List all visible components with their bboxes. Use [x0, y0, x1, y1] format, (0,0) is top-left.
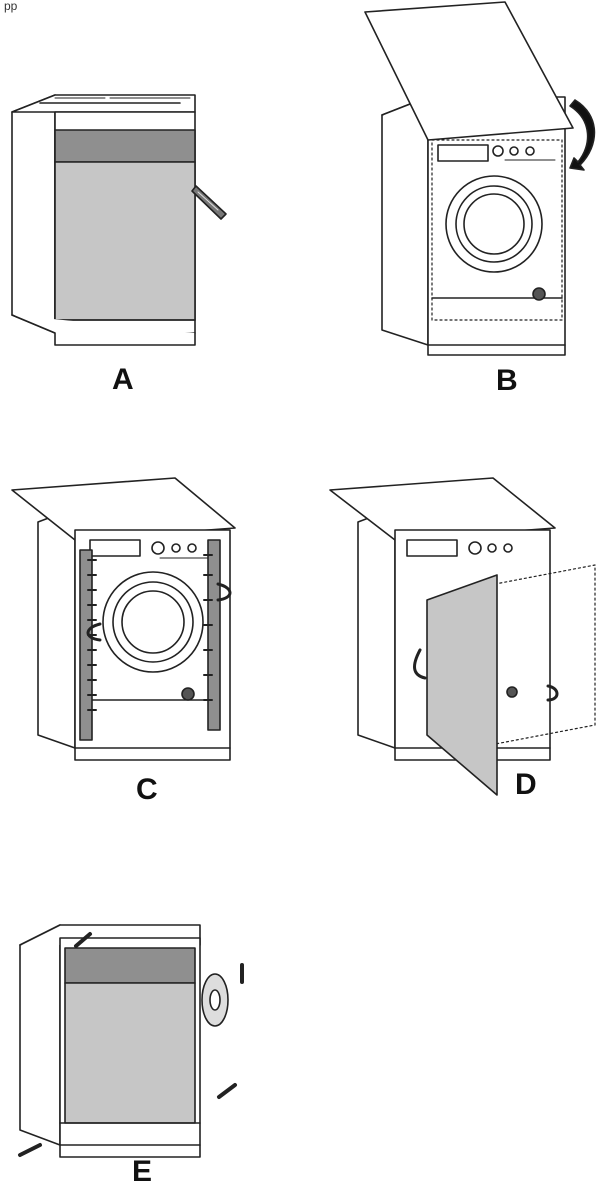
arrow-icon [18, 1143, 42, 1157]
front-panel [54, 161, 196, 321]
control-panel-cover [64, 947, 196, 984]
step-label-b: B [496, 364, 518, 397]
figure-d [329, 477, 596, 796]
rotate-arrow-icon [86, 622, 102, 642]
door-panel [426, 574, 498, 796]
left-strip [79, 549, 93, 741]
lift-arrow-icon [569, 99, 596, 171]
tool-icon [191, 185, 227, 220]
front-panel [64, 982, 196, 1124]
figure-b [364, 1, 596, 356]
door-arrow-icon [413, 648, 427, 680]
rotate-arrow-icon [216, 582, 232, 602]
paper-template [11, 477, 236, 541]
control-panel-cover [54, 129, 196, 163]
step-label-e: E [132, 1155, 153, 1188]
arrow-icon [217, 1083, 237, 1099]
paper-template [364, 1, 574, 141]
paper-template [329, 477, 556, 541]
step-label-d: D [515, 768, 537, 801]
step-label-a: A [112, 363, 134, 396]
right-strip [207, 539, 221, 731]
figure-a [11, 94, 227, 346]
figure-c [11, 477, 236, 761]
corner-text: pp [4, 0, 18, 13]
arrow-icon [74, 932, 92, 948]
step-label-c: C [136, 773, 158, 806]
figure-e [18, 924, 244, 1158]
tape-roll-icon [201, 973, 229, 1027]
door-arrow-icon [546, 684, 559, 702]
